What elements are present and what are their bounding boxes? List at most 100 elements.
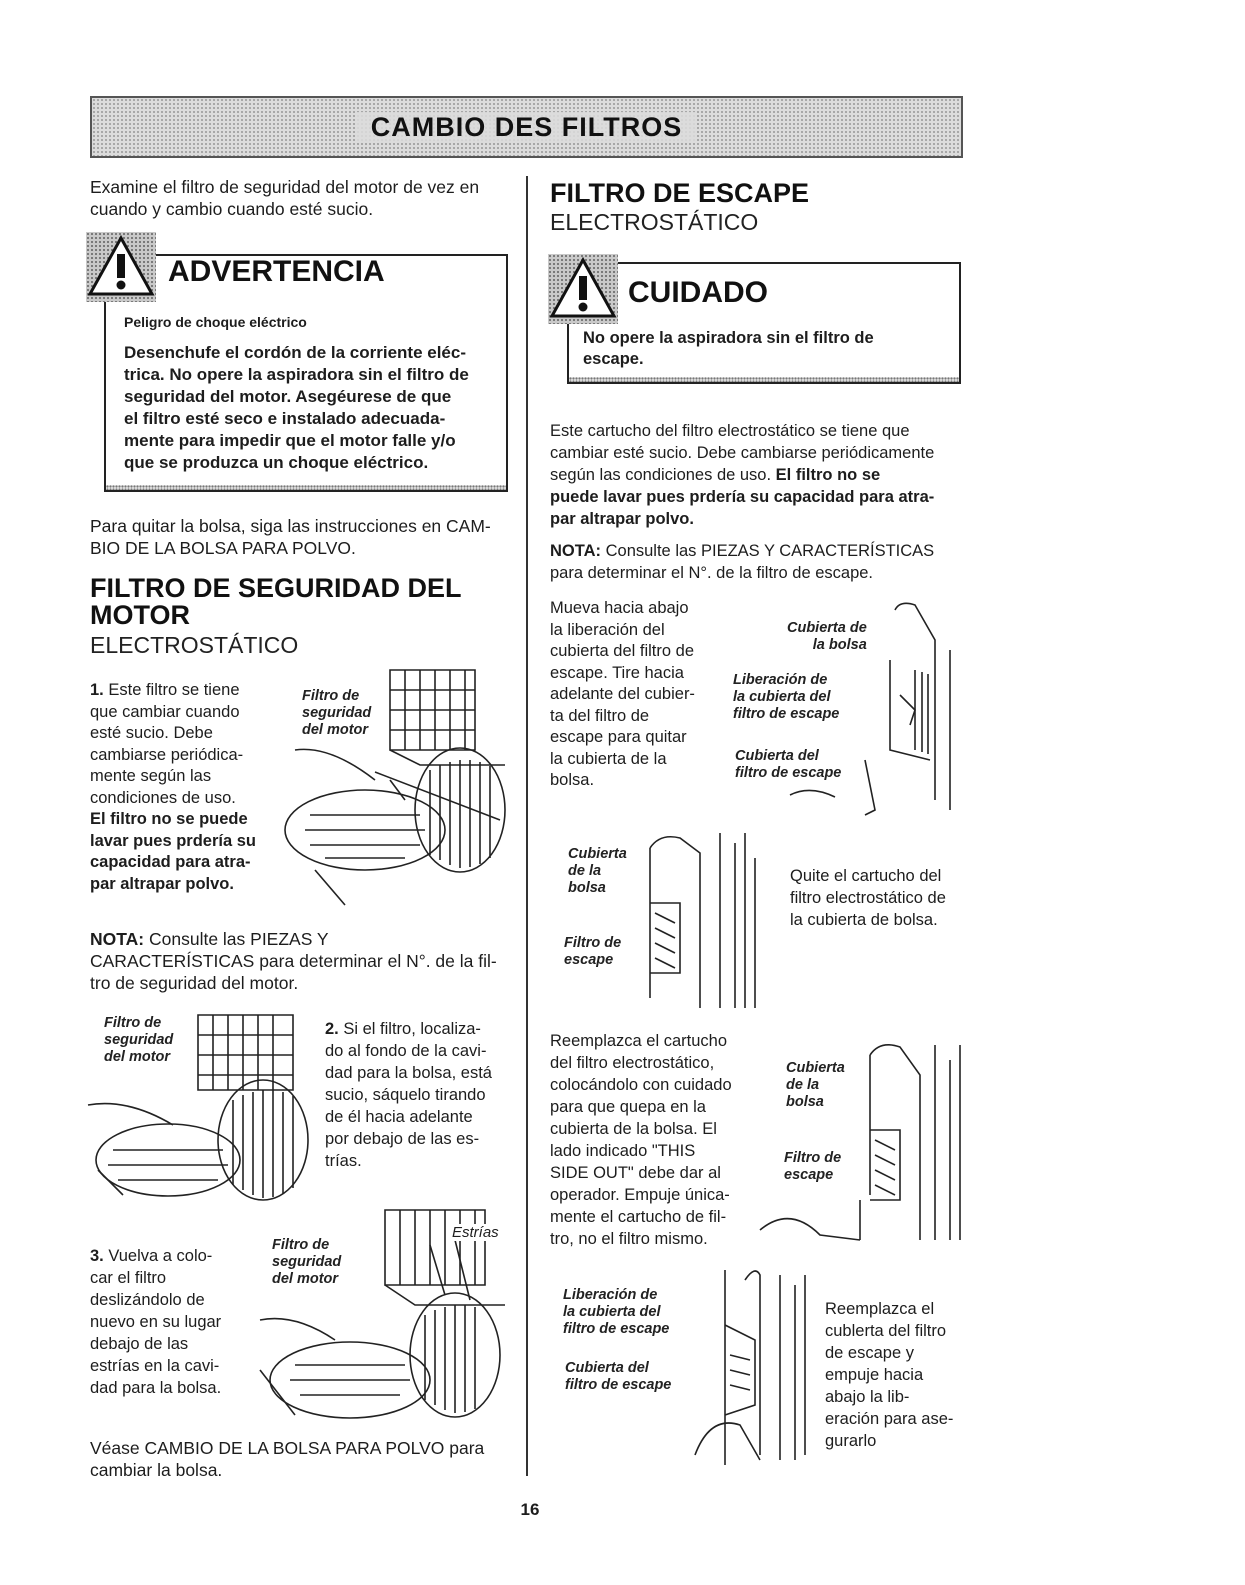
step-line: car el filtro bbox=[90, 1269, 167, 1287]
step-line: cambiarse periódica- bbox=[90, 745, 244, 764]
step-line: abajo la lib- bbox=[825, 1388, 910, 1406]
fig3-estrias-label: Estrías bbox=[450, 1224, 501, 1241]
step-line: operador. Empuje única- bbox=[550, 1186, 730, 1204]
step-line: Este filtro se tiene bbox=[108, 681, 240, 699]
warning-line: trica. No opere la aspiradora sin el fil… bbox=[124, 365, 469, 384]
footer-line: Véase CAMBIO DE LA BOLSA PARA POLVO para bbox=[90, 1438, 485, 1458]
step-line: do al fondo de la cavi- bbox=[325, 1042, 487, 1060]
step-2-text: 2. Si el filtro, localiza- do al fondo d… bbox=[325, 1018, 525, 1172]
warning-subheading: Peligro de choque eléctrico bbox=[124, 314, 307, 330]
fig-b-filtro-escape: Filtro de escape bbox=[564, 935, 621, 969]
step-line: adelante del cubier- bbox=[550, 685, 695, 703]
fig-a-cubierta-bolsa: Cubierta de la bolsa bbox=[787, 620, 867, 654]
step-d-text: Reemplazca el cublerta del filtro de esc… bbox=[825, 1298, 975, 1452]
warning-line: Desenchufe el cordón de la corriente elé… bbox=[124, 343, 467, 362]
footer-line: cambiar la bolsa. bbox=[90, 1460, 223, 1480]
step-line: para que quepa en la bbox=[550, 1098, 706, 1116]
fig-label-line: Filtro de bbox=[302, 688, 360, 704]
warning-triangle-icon bbox=[87, 234, 155, 296]
step-line: la liberación del bbox=[550, 620, 665, 639]
exhaust-filter-illustration-c bbox=[759, 1044, 961, 1241]
page-number: 16 bbox=[520, 1500, 540, 1519]
step-3-text: 3. Vuelva a colo- car el filtro deslizán… bbox=[90, 1245, 290, 1399]
step-line: la cubierta de la bbox=[550, 749, 667, 768]
fig-label-line: de la bbox=[568, 863, 602, 879]
nota-line: Consulte las PIEZAS Y bbox=[148, 929, 329, 949]
section-subtitle: ELECTROSTÁTICO bbox=[90, 632, 299, 658]
step-line: nuevo en su lugar bbox=[90, 1313, 222, 1331]
fig3-label: Filtro de seguridad del motor bbox=[272, 1237, 341, 1288]
fig2-label: Filtro de seguridad del motor bbox=[104, 1015, 173, 1066]
fig-label-line: filtro de escape bbox=[733, 706, 840, 722]
bag-note: Para quitar la bolsa, siga las instrucci… bbox=[90, 515, 520, 559]
fig-label-line: Cubierta bbox=[568, 846, 627, 862]
step-number: 2. bbox=[325, 1020, 339, 1038]
step-line-bold: El filtro no se puede bbox=[90, 810, 248, 828]
step-line: sucio, sáquelo tirando bbox=[325, 1086, 486, 1104]
nota-line: tro de seguridad del motor. bbox=[90, 973, 299, 993]
nota-label: NOTA: bbox=[90, 929, 145, 949]
right-para-1: Este cartucho del filtro electrostático … bbox=[550, 420, 970, 530]
step-line: de él hacia adelante bbox=[325, 1108, 473, 1126]
step-line-bold: par altrapar polvo. bbox=[90, 874, 234, 893]
step-line: gurarlo bbox=[825, 1432, 877, 1450]
fig-label-line: del motor bbox=[272, 1271, 339, 1287]
fig-label-line: Liberación de bbox=[733, 672, 828, 688]
fig-label-line: Liberación de bbox=[563, 1287, 658, 1303]
para-line: según las condiciones de uso. bbox=[550, 466, 772, 484]
fig-d-liberacion: Liberación de la cubierta del filtro de … bbox=[563, 1287, 669, 1338]
fig-label-line: de la bbox=[786, 1077, 820, 1093]
column-divider bbox=[526, 176, 528, 1476]
bag-note-line: Para quitar la bolsa, siga las instrucci… bbox=[90, 516, 491, 536]
fig-label-line: escape bbox=[784, 1167, 834, 1183]
fig1-label: Filtro de seguridad del motor bbox=[302, 688, 371, 739]
step-line: Vuelva a colo- bbox=[108, 1247, 213, 1265]
fig-c-cubierta-bolsa: Cubierta de la bolsa bbox=[786, 1060, 845, 1111]
step-c-text: Reemplazca el cartucho del filtro electr… bbox=[550, 1030, 770, 1250]
step-line: estrías en la cavi- bbox=[90, 1357, 220, 1375]
step-line: Reemplazca el cartucho bbox=[550, 1032, 728, 1050]
step-line: empuje hacia bbox=[825, 1366, 924, 1384]
fig-a-liberacion: Liberación de la cubierta del filtro de … bbox=[733, 672, 839, 723]
step-line: filtro electrostático de bbox=[790, 889, 946, 907]
caution-line: escape. bbox=[583, 350, 644, 368]
section-subtitle: ELECTROSTÁTICO bbox=[550, 209, 759, 235]
banner-title: CAMBIO DES FILTROS bbox=[356, 111, 697, 143]
step-line: cubierta de la bolsa. El bbox=[550, 1120, 717, 1138]
warning-body: Desenchufe el cordón de la corriente elé… bbox=[124, 342, 504, 474]
step-line: de escape y bbox=[825, 1344, 914, 1362]
step-line: Reemplazca el bbox=[825, 1300, 935, 1318]
step-line: dad para la bolsa. bbox=[90, 1379, 222, 1397]
intro-line: Examine el filtro de seguridad del motor… bbox=[90, 177, 480, 197]
fig-c-filtro-escape: Filtro de escape bbox=[784, 1150, 841, 1184]
step-line: eración para ase- bbox=[825, 1410, 954, 1428]
warning-box-rule bbox=[106, 485, 506, 490]
nota-line: CARACTERÍSTICAS para determinar el N°. d… bbox=[90, 951, 497, 971]
motor-filter-illustration-2 bbox=[87, 1014, 309, 1201]
fig-label-line: Filtro de bbox=[272, 1237, 330, 1253]
fig-label-line: del motor bbox=[302, 722, 369, 738]
caution-heading: CUIDADO bbox=[628, 276, 768, 309]
step-line: SIDE OUT" debe dar al bbox=[550, 1164, 721, 1182]
section-title-line: FILTRO DE SEGURIDAD DEL bbox=[90, 573, 462, 603]
fig-label-line: bolsa bbox=[568, 880, 606, 896]
nota-line: Consulte las PIEZAS Y CARACTERÍSTICAS bbox=[605, 542, 935, 560]
step-line: trías. bbox=[325, 1152, 362, 1170]
fig-label-line: filtro de escape bbox=[565, 1377, 672, 1393]
fig-label-line: filtro de escape bbox=[735, 765, 842, 781]
caution-box-rule bbox=[569, 377, 959, 382]
step-number: 1. bbox=[90, 681, 104, 699]
nota-line: para determinar el N°. de la filtro de e… bbox=[550, 564, 874, 582]
step-line: debajo de las bbox=[90, 1335, 189, 1353]
section-title-line: FILTRO DE ESCAPE bbox=[550, 178, 810, 208]
fig-label-line: la cubierta del bbox=[733, 689, 831, 705]
fig-label-line: Filtro de bbox=[104, 1015, 162, 1031]
fig-a-cubierta-filtro: Cubierta del filtro de escape bbox=[735, 748, 841, 782]
step-line: condiciones de uso. bbox=[90, 788, 236, 807]
fig-label-line: seguridad bbox=[302, 705, 372, 721]
fig-label-line: bolsa bbox=[786, 1094, 824, 1110]
step-1-text: 1. Este filtro se tiene que cambiar cuan… bbox=[90, 680, 290, 895]
step-line: escape. Tire hacia bbox=[550, 663, 684, 682]
step-line: escape para quitar bbox=[550, 728, 687, 746]
step-line: la cubierta de bolsa. bbox=[790, 911, 938, 929]
